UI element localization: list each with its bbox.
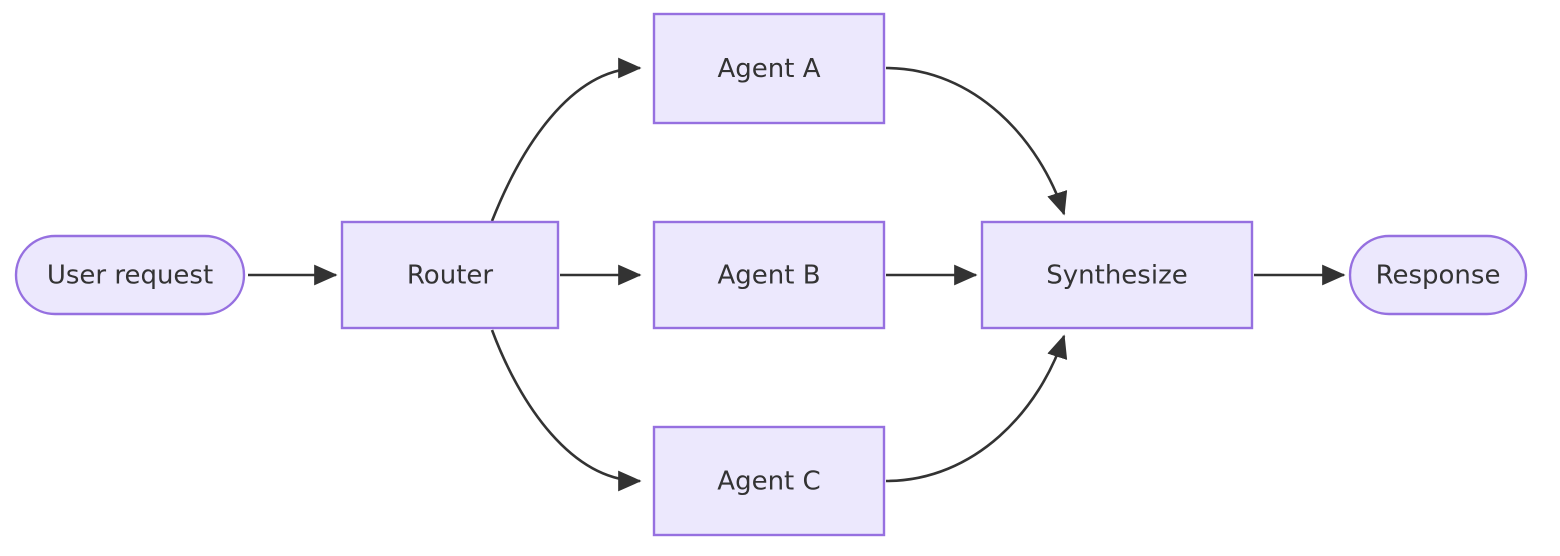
node-agent-b-label: Agent B — [717, 261, 820, 291]
node-response[interactable]: Response — [1348, 234, 1528, 316]
edge-agent-a-to-synthesize — [885, 66, 1068, 216]
edge-router-to-agent-c — [490, 329, 642, 492]
node-synthesize-label: Synthesize — [1046, 261, 1187, 291]
node-agent-b[interactable]: Agent B — [652, 220, 886, 330]
nodes-group: User request Router Agent A Agent B Agen… — [14, 12, 1528, 537]
node-response-label: Response — [1376, 261, 1501, 291]
node-user-request[interactable]: User request — [14, 234, 246, 316]
node-synthesize-shape[interactable] — [980, 220, 1254, 330]
edge-router-to-agent-a — [490, 57, 642, 222]
node-router-label: Router — [407, 261, 493, 291]
edges-group — [248, 57, 1346, 492]
node-user-request-label: User request — [47, 261, 213, 291]
node-router[interactable]: Router — [340, 220, 560, 330]
node-synthesize[interactable]: Synthesize — [980, 220, 1254, 330]
node-agent-b-shape[interactable] — [652, 220, 886, 330]
node-agent-a-label: Agent A — [717, 54, 820, 84]
node-user-request-shape[interactable] — [14, 234, 246, 316]
node-response-shape[interactable] — [1348, 234, 1528, 316]
node-agent-c-shape[interactable] — [652, 425, 886, 537]
node-agent-c-label: Agent C — [717, 467, 820, 497]
node-router-shape[interactable] — [340, 220, 560, 330]
node-agent-c[interactable]: Agent C — [652, 425, 886, 537]
node-agent-a[interactable]: Agent A — [652, 12, 886, 125]
node-agent-a-shape[interactable] — [652, 12, 886, 125]
edge-agent-c-to-synthesize — [885, 334, 1068, 483]
